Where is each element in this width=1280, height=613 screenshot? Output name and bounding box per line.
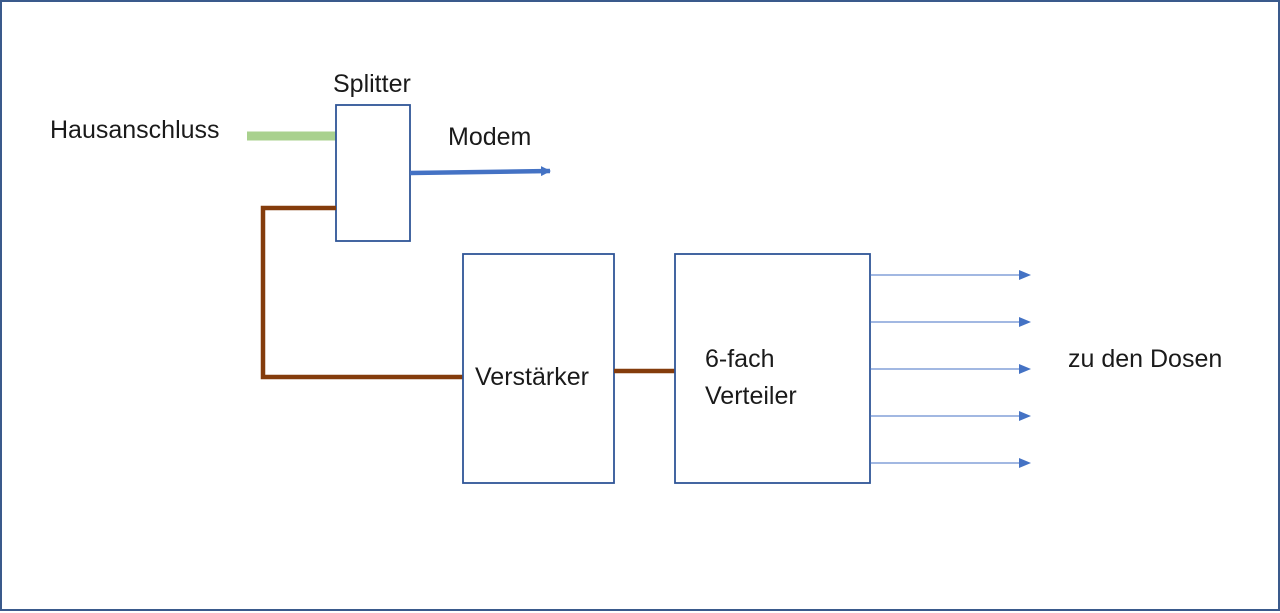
modem-label: Modem xyxy=(448,123,532,151)
amplifier-label: Verstärker xyxy=(475,363,589,391)
distributor-box xyxy=(674,253,871,484)
splitter-label: Splitter xyxy=(333,70,411,98)
modem-arrow xyxy=(409,166,551,177)
output-arrows-group xyxy=(870,270,1031,468)
amplifier-box xyxy=(462,253,615,484)
splitter-box xyxy=(335,104,411,242)
distributor-label-line1: 6-fach xyxy=(705,345,775,373)
coax-line-splitter-to-amplifier xyxy=(260,205,463,380)
outlets-label: zu den Dosen xyxy=(1068,345,1223,373)
house-connection-label: Hausanschluss xyxy=(50,116,220,144)
distributor-label-line2: Verteiler xyxy=(705,382,797,410)
